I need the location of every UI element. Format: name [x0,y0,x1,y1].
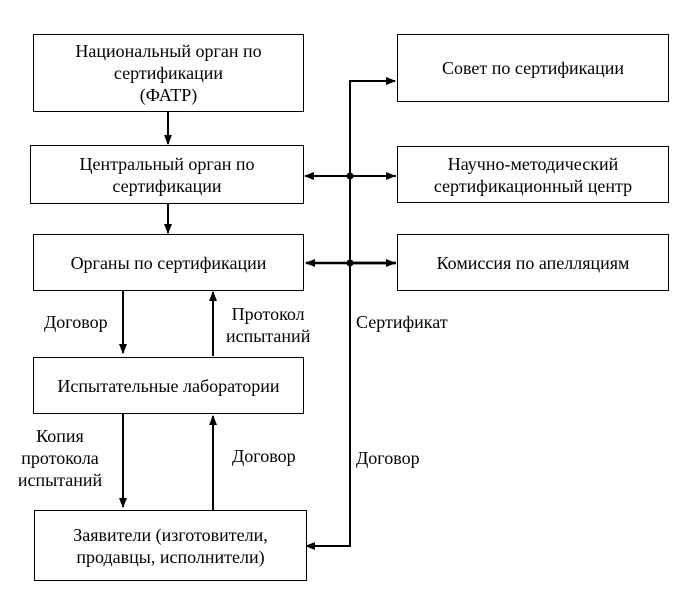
test-protocol-label: Протокол испытаний [226,304,311,346]
certification-council-box: Совет по сертификации [397,34,669,102]
copy-protocol-label: Копия протокола испытаний [17,426,103,490]
contract-label-right: Договор [356,448,420,468]
appeals-commission-box: Комиссия по апелляциям [397,234,669,291]
applicants-box: Заявители (изготовители, продавцы, испол… [34,510,307,581]
applicants-text: Заявители (изготовители, продавцы, испол… [73,524,268,567]
central-certification-body-box: Центральный орган по сертификации [30,145,304,204]
contract-label-middle: Договор [232,446,296,466]
test-laboratories-text: Испытательные лаборатории [57,375,280,396]
certification-council-text: Совет по сертификации [441,58,624,78]
national-certification-body-box: Национальный орган по сертификации (ФАТР… [33,34,304,112]
central-certification-body-text: Центральный орган по сертификации [79,153,255,196]
junction-dot-top [346,172,354,180]
certification-bodies-text: Органы по сертификации [70,252,267,273]
contract-label-left: Договор [44,312,108,332]
junction-dot-middle [346,259,354,267]
methodical-center-text: Научно-методический сертификационный цен… [433,153,633,196]
methodical-center-box: Научно-методический сертификационный цен… [397,146,669,203]
certificate-label: Сертификат [356,312,448,332]
test-laboratories-box: Испытательные лаборатории [33,357,304,414]
certification-bodies-box: Органы по сертификации [33,234,304,291]
national-certification-body-text: Национальный орган по сертификации (ФАТР… [75,41,262,105]
appeals-commission-text: Комиссия по апелляциям [436,252,630,273]
